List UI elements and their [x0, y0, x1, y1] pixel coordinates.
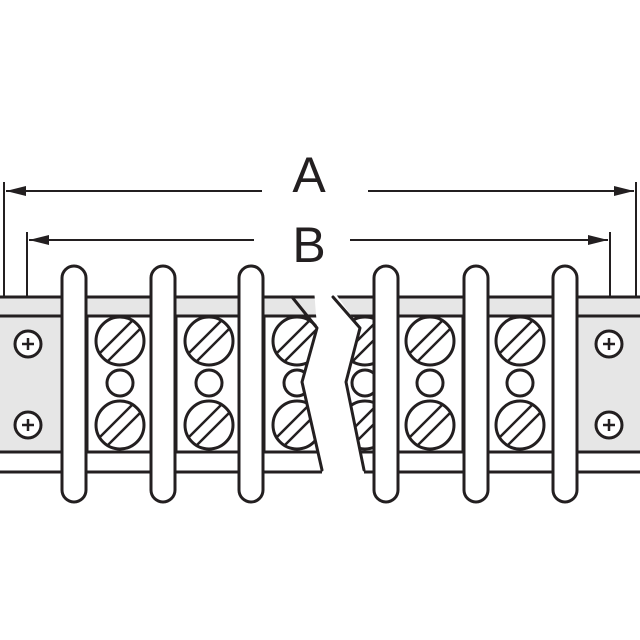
- terminal-link-hole: [194, 368, 224, 398]
- break-line-left: [290, 295, 324, 472]
- barrier-post: [237, 264, 265, 504]
- dimension-a: A: [3, 147, 637, 318]
- terminal-link-hole: [415, 368, 445, 398]
- mount-screw: [594, 410, 624, 440]
- terminal-cell: [174, 314, 244, 454]
- terminal-screw: [404, 315, 456, 367]
- barrier-post: [149, 264, 177, 504]
- break-line-right: [331, 295, 366, 472]
- terminal-screw: [94, 315, 146, 367]
- mount-screws: [13, 329, 624, 440]
- mount-screw: [13, 410, 43, 440]
- terminal-cell: [262, 314, 322, 454]
- dimension-b: B: [26, 217, 611, 330]
- barrier-post: [551, 264, 579, 504]
- barrier-posts: [60, 264, 579, 504]
- terminal-screw: [494, 315, 546, 367]
- terminal-screw: [404, 399, 456, 451]
- terminal-link-hole: [505, 368, 535, 398]
- barrier-post: [462, 264, 490, 504]
- barrier-post: [60, 264, 88, 504]
- terminal-link-hole: [105, 368, 135, 398]
- dimension-b-label: B: [292, 217, 325, 273]
- terminal-screw: [94, 399, 146, 451]
- terminal-screw: [183, 399, 235, 451]
- terminal-link-hole: [282, 368, 312, 398]
- terminal-cell: [85, 314, 155, 454]
- mount-screw: [13, 329, 43, 359]
- terminal-cell: [485, 314, 555, 454]
- terminal-screw: [183, 315, 235, 367]
- barrier-post: [372, 264, 400, 504]
- terminal-cell: [395, 314, 465, 454]
- mount-screw: [594, 329, 624, 359]
- dimension-a-label: A: [292, 147, 326, 203]
- terminal-screw: [271, 399, 322, 451]
- terminal-screw: [494, 399, 546, 451]
